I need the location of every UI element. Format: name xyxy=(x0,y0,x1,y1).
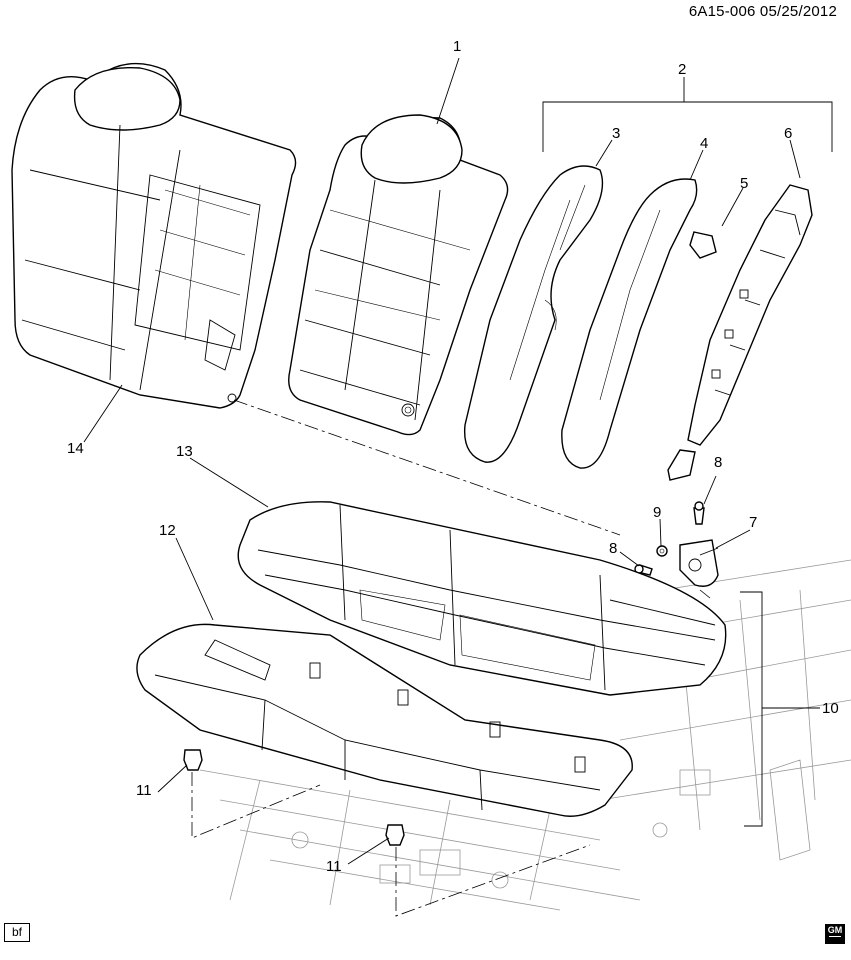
seatback-pad xyxy=(463,165,604,463)
callout-1: 1 xyxy=(453,38,462,55)
seat-cushion-bracket xyxy=(679,539,719,587)
gm-logo: GM xyxy=(825,924,845,944)
cushion-retainer-clips xyxy=(183,749,405,846)
callout-11-right: 11 xyxy=(326,858,342,875)
callout-6: 6 xyxy=(784,125,793,142)
callout-10: 10 xyxy=(822,700,839,717)
callout-13: 13 xyxy=(176,443,193,460)
callout-2: 2 xyxy=(678,61,687,78)
seat-cushion-frame xyxy=(136,623,633,817)
seat-cushion-assembly xyxy=(237,501,727,696)
leader-lines xyxy=(83,57,820,865)
callout-8-upper: 8 xyxy=(714,454,723,471)
gm-logo-text: GM xyxy=(827,925,843,935)
callout-7: 7 xyxy=(749,514,758,531)
callout-12: 12 xyxy=(159,522,176,539)
bracket-item-2 xyxy=(542,101,833,152)
bf-label-box: bf xyxy=(4,923,30,942)
callout-9: 9 xyxy=(653,504,662,521)
floor-pan xyxy=(199,559,851,911)
callout-3: 3 xyxy=(612,125,621,142)
callout-4: 4 xyxy=(700,135,709,152)
callout-14: 14 xyxy=(67,440,84,457)
left-seatback-assembly xyxy=(11,62,297,409)
callout-5: 5 xyxy=(740,175,749,192)
reference-lines xyxy=(191,399,711,917)
bracket-item-10 xyxy=(740,591,763,827)
bolts-and-washer xyxy=(634,501,705,576)
trim-clip xyxy=(689,231,717,259)
callout-11-left: 11 xyxy=(136,782,152,799)
seatback-frame xyxy=(667,184,813,481)
diagram-id-date: 6A15-006 05/25/2012 xyxy=(688,3,837,20)
callout-8-lower: 8 xyxy=(609,540,618,557)
seatback-cover xyxy=(561,178,698,469)
right-seatback-assembly xyxy=(288,114,509,436)
